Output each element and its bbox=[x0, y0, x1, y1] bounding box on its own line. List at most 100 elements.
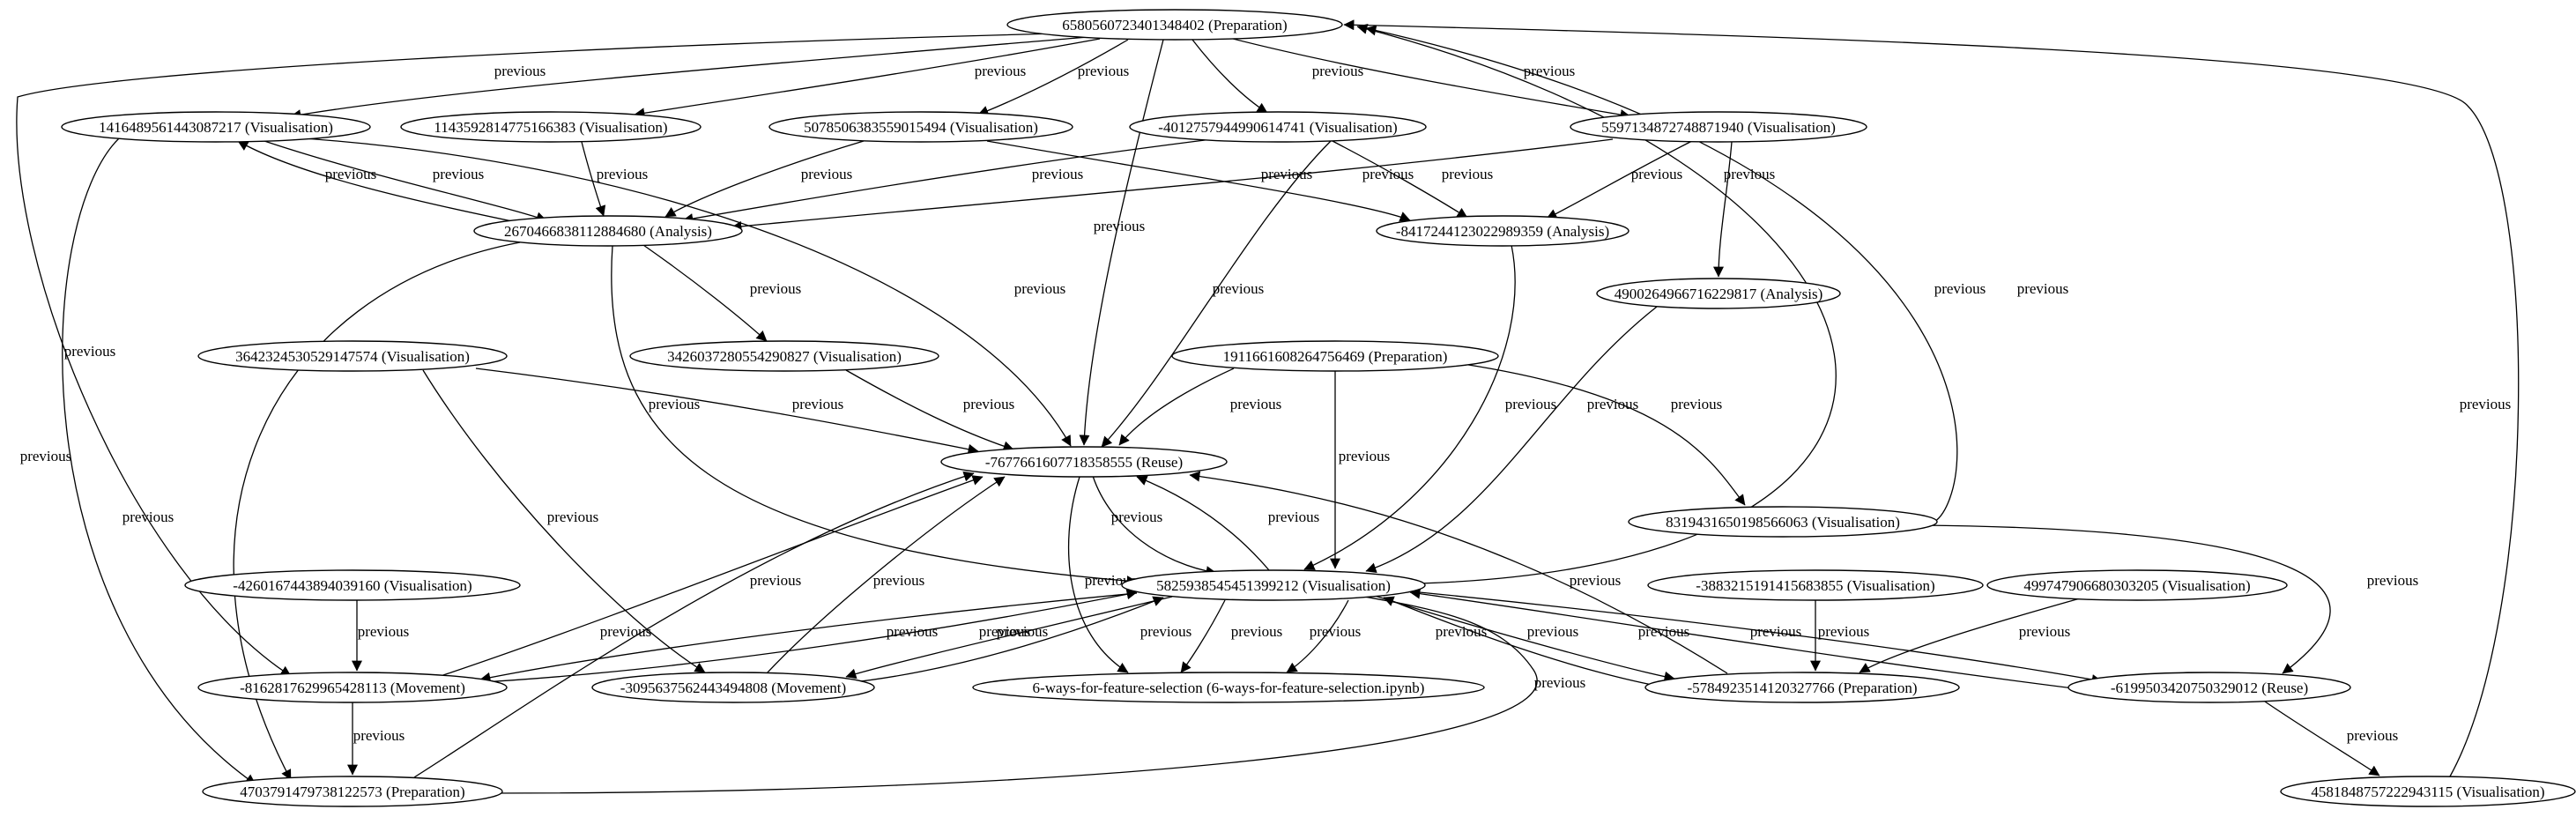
edge-line bbox=[845, 596, 1173, 680]
node-label: 2670466838112884680 (Analysis) bbox=[504, 223, 712, 240]
edge-line bbox=[634, 38, 1101, 119]
edge-n13-to-n22: previous bbox=[1920, 524, 2418, 674]
edge-line bbox=[1330, 139, 1468, 219]
edge-line bbox=[237, 140, 530, 226]
edge-line bbox=[664, 140, 865, 218]
node-n15[interactable]: 5825938545451399212 (Visualisation) bbox=[1121, 569, 1426, 601]
edge-label: previous bbox=[20, 448, 72, 464]
node-shape bbox=[1628, 506, 1938, 538]
edge-line bbox=[290, 36, 1089, 121]
edge-line bbox=[2264, 701, 2380, 776]
node-n18[interactable]: -8162817629965428113 (Movement) bbox=[197, 672, 508, 703]
edge-n0-to-n2: previous bbox=[634, 38, 1101, 119]
edge-line bbox=[1365, 25, 1958, 523]
edge-line bbox=[479, 592, 1138, 683]
edge-label: previous bbox=[649, 396, 701, 412]
node-n16[interactable]: -3883215191415683855 (Visualisation) bbox=[1647, 569, 1984, 601]
edge-label: previous bbox=[547, 509, 599, 525]
edge-label: previous bbox=[433, 166, 485, 182]
node-n0[interactable]: 6580560723401348402 (Preparation) bbox=[1006, 9, 1343, 41]
edge-line bbox=[422, 369, 706, 673]
edge-n4-to-n12: previous bbox=[1101, 140, 1332, 448]
edge-n6-to-n1: previous bbox=[237, 140, 530, 226]
node-n8[interactable]: 4900264966716229817 (Analysis) bbox=[1596, 278, 1841, 309]
node-label: 1416489561443087217 (Visualisation) bbox=[99, 119, 333, 136]
edge-line bbox=[264, 140, 547, 223]
edge-n17-to-n21: previous bbox=[1859, 598, 2081, 673]
node-n1[interactable]: 1416489561443087217 (Visualisation) bbox=[61, 111, 371, 143]
node-label: -6199503420750329012 (Reuse) bbox=[2111, 680, 2308, 696]
node-n9[interactable]: 3642324530529147574 (Visualisation) bbox=[197, 340, 508, 372]
node-shape bbox=[629, 340, 939, 372]
node-n23[interactable]: 4703791479738122573 (Preparation) bbox=[202, 776, 503, 807]
edge-n0-to-n1: previous bbox=[290, 36, 1089, 121]
node-n3[interactable]: 5078506383559015494 (Visualisation) bbox=[768, 111, 1073, 143]
edge-n14-to-n18: previous bbox=[352, 600, 409, 672]
edge-n15-to-n20: previous bbox=[1180, 599, 1282, 673]
edge-line bbox=[440, 475, 984, 677]
edge-line bbox=[233, 241, 521, 781]
edge-line bbox=[766, 476, 1006, 674]
node-label: -8417244123022989359 (Analysis) bbox=[1396, 223, 1609, 240]
edge-line bbox=[1180, 599, 1226, 673]
edge-line bbox=[845, 369, 1014, 452]
edge-label: previous bbox=[1638, 623, 1690, 640]
edge-label: previous bbox=[1261, 166, 1313, 182]
node-n13[interactable]: 8319431650198566063 (Visualisation) bbox=[1628, 506, 1938, 538]
edge-line bbox=[1068, 476, 1129, 673]
edge-line bbox=[16, 32, 1094, 677]
edge-label: previous bbox=[600, 623, 652, 640]
edge-label: previous bbox=[64, 343, 116, 360]
edge-label: previous bbox=[1750, 623, 1802, 640]
node-n5[interactable]: 5597134872748871940 (Visualisation) bbox=[1570, 111, 1867, 143]
edge-label: previous bbox=[2460, 396, 2512, 412]
node-n11[interactable]: 1911661608264756469 (Preparation) bbox=[1171, 340, 1499, 372]
node-shape bbox=[1647, 569, 1984, 601]
node-n22[interactable]: -6199503420750329012 (Reuse) bbox=[2067, 672, 2351, 703]
edge-n3-to-n7: previous bbox=[986, 140, 1411, 222]
node-shape bbox=[1376, 215, 1629, 247]
edge-line bbox=[1189, 471, 1728, 674]
node-shape bbox=[2280, 776, 2576, 807]
edge-line bbox=[1462, 363, 1746, 506]
edge-label: previous bbox=[792, 396, 844, 412]
edge-n15-to-n22: previous bbox=[1400, 590, 2103, 685]
node-n19[interactable]: -3095637562443494808 (Movement) bbox=[591, 672, 875, 703]
node-n2[interactable]: 1143592814775166383 (Visualisation) bbox=[400, 111, 702, 143]
node-n14[interactable]: -4260167443894039160 (Visualisation) bbox=[184, 569, 521, 601]
edge-label: previous bbox=[2347, 727, 2399, 744]
edge-label: previous bbox=[1442, 166, 1494, 182]
node-n6[interactable]: 2670466838112884680 (Analysis) bbox=[473, 215, 743, 247]
edge-label: previous bbox=[494, 63, 546, 79]
node-n20[interactable]: 6-ways-for-feature-selection (6-ways-for… bbox=[972, 672, 1485, 703]
node-n4[interactable]: -4012757944990614741 (Visualisation) bbox=[1129, 111, 1427, 143]
edge-line bbox=[845, 596, 1164, 684]
edge-line bbox=[1859, 598, 2081, 673]
edge-n5-to-n8: previous bbox=[1713, 141, 1775, 278]
edge-label: previous bbox=[1268, 509, 1320, 525]
node-n24[interactable]: 4581848757222943115 (Visualisation) bbox=[2280, 776, 2576, 807]
node-n12[interactable]: -7677661607718358555 (Reuse) bbox=[940, 446, 1228, 478]
node-label: 6580560723401348402 (Preparation) bbox=[1062, 17, 1287, 33]
node-shape bbox=[1129, 111, 1427, 143]
edge-line bbox=[1409, 588, 2103, 693]
edge-line bbox=[1713, 141, 1733, 278]
edge-n11-to-n12: previous bbox=[1118, 368, 1281, 446]
edge-line bbox=[475, 368, 979, 455]
edge-label: previous bbox=[1339, 448, 1391, 464]
edge-n9-to-n12: previous bbox=[475, 368, 979, 455]
edge-line bbox=[1920, 524, 2331, 674]
node-n21[interactable]: -5784923514120327766 (Preparation) bbox=[1644, 672, 1960, 703]
edge-line bbox=[1092, 475, 1217, 577]
node-shape bbox=[1121, 569, 1426, 601]
edge-line bbox=[1365, 306, 1658, 573]
edge-n0-to-n18: previous bbox=[16, 32, 1094, 677]
node-n7[interactable]: -8417244123022989359 (Analysis) bbox=[1376, 215, 1629, 247]
edge-n0-to-n5: previous bbox=[1229, 37, 1631, 121]
node-n17[interactable]: 499747906680303205 (Visualisation) bbox=[1986, 569, 2288, 601]
node-shape bbox=[940, 446, 1228, 478]
node-n10[interactable]: 3426037280554290827 (Visualisation) bbox=[629, 340, 939, 372]
edge-line bbox=[1356, 24, 1837, 584]
edge-n18-to-n23: previous bbox=[347, 702, 405, 776]
edge-label: previous bbox=[1631, 166, 1683, 182]
